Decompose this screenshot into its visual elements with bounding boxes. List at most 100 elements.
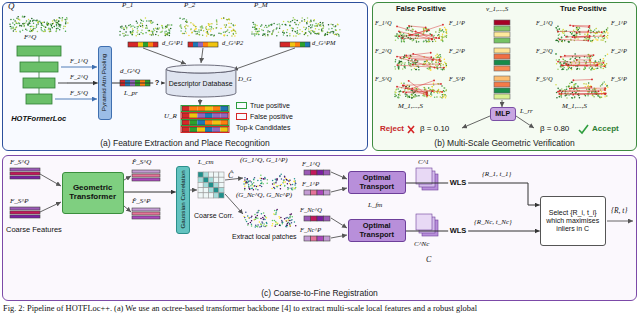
- correspondence-line: [558, 31, 588, 32]
- descriptor-cell: [182, 120, 190, 125]
- point: [56, 22, 58, 24]
- point: [64, 19, 66, 21]
- point: [598, 90, 600, 92]
- point: [572, 97, 574, 99]
- point: [60, 24, 62, 26]
- point: [568, 41, 570, 43]
- point: [435, 65, 437, 67]
- point: [255, 217, 256, 219]
- point: [152, 21, 154, 23]
- point: [430, 69, 432, 71]
- point: [273, 182, 275, 184]
- point: [602, 39, 604, 41]
- point: [446, 29, 448, 31]
- point: [42, 22, 44, 24]
- point: [412, 28, 414, 30]
- point: [396, 26, 398, 28]
- point: [58, 23, 60, 25]
- point: [604, 30, 606, 32]
- point: [320, 26, 322, 28]
- point: [560, 31, 562, 32]
- correspondence-line: [409, 30, 429, 35]
- score-cell: [494, 82, 510, 87]
- point: [401, 37, 403, 39]
- point: [260, 174, 262, 176]
- point: [226, 19, 228, 21]
- point: [206, 32, 208, 34]
- point: [192, 23, 194, 25]
- point: [266, 182, 268, 184]
- point: [574, 58, 576, 60]
- point: [57, 23, 59, 25]
- point: [276, 35, 278, 37]
- point: [253, 24, 255, 26]
- point: [569, 24, 571, 26]
- point: [445, 63, 447, 65]
- point: [442, 97, 444, 99]
- point: [285, 24, 287, 26]
- candidate-outline: [181, 113, 229, 119]
- point: [446, 89, 448, 91]
- point: [320, 22, 322, 24]
- point: [592, 95, 594, 97]
- point: [594, 63, 596, 65]
- point: [435, 61, 437, 63]
- point: [442, 34, 444, 36]
- point: [304, 33, 306, 35]
- point: [152, 34, 154, 36]
- point: [267, 32, 269, 34]
- point: [258, 210, 260, 212]
- correspondence-line: [413, 64, 440, 65]
- point: [445, 95, 447, 97]
- point: [231, 23, 233, 25]
- point: [599, 96, 601, 98]
- descriptor-cell: [193, 42, 198, 47]
- point: [59, 24, 61, 26]
- point: [252, 22, 254, 24]
- point: [589, 89, 591, 91]
- matrix-cell: [214, 182, 219, 187]
- point: [228, 32, 230, 34]
- point: [566, 69, 568, 71]
- point: [440, 69, 442, 71]
- point: [598, 31, 600, 33]
- point: [415, 69, 417, 71]
- point: [441, 97, 443, 99]
- point: [39, 21, 41, 23]
- point: [228, 26, 230, 28]
- point: [146, 27, 148, 29]
- point: [262, 183, 264, 185]
- point: [569, 59, 571, 61]
- point: [185, 32, 187, 34]
- point: [568, 85, 570, 87]
- point: [151, 31, 153, 32]
- point: [248, 217, 250, 219]
- point: [279, 28, 281, 30]
- point: [261, 226, 263, 228]
- point: [430, 89, 432, 91]
- point: [594, 69, 596, 71]
- point: [244, 177, 246, 179]
- point: [23, 26, 25, 28]
- feature-bar: [132, 178, 160, 181]
- point: [264, 33, 266, 35]
- matrix-cell: [203, 188, 208, 193]
- point: [232, 24, 234, 26]
- point: [41, 24, 43, 26]
- point: [404, 67, 406, 69]
- point: [445, 90, 447, 92]
- matrix-cell: [203, 177, 208, 182]
- descriptor-cell: [295, 42, 300, 47]
- point: [283, 32, 285, 34]
- point: [590, 32, 592, 34]
- point: [600, 66, 602, 68]
- point: [336, 29, 338, 31]
- point: [561, 66, 563, 68]
- score-cell: [494, 20, 510, 25]
- point: [424, 88, 426, 90]
- point: [316, 25, 318, 27]
- point: [564, 60, 566, 62]
- point: [438, 37, 440, 39]
- point: [558, 29, 560, 31]
- point: [602, 83, 604, 85]
